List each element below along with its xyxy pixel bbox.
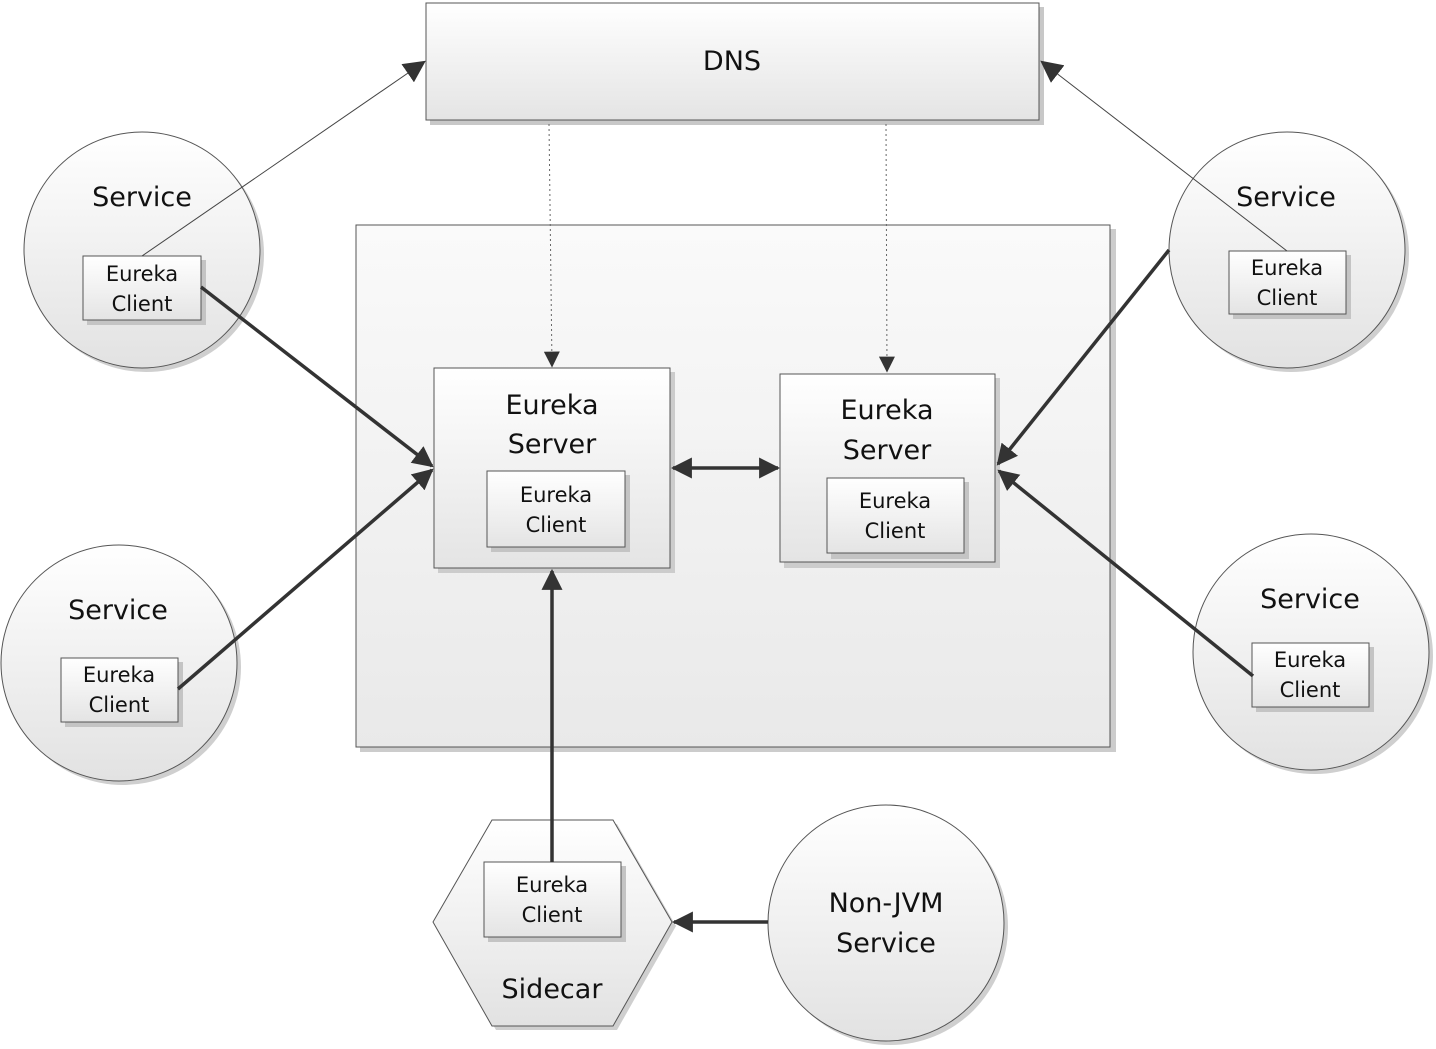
service-top-right-eureka-client: Eureka Client [1228, 250, 1351, 319]
dns-connectors [543, 123, 895, 373]
service-top-right: Service Eureka Client [1168, 131, 1409, 372]
non-jvm-label-line1: Non-JVM [829, 888, 944, 919]
eureka-server-right: Eureka Server Eureka Client [779, 373, 1000, 568]
service-bottom-left-client-line2: Client [89, 693, 150, 717]
server-right-eureka-client: Eureka Client [826, 477, 969, 559]
service-bottom-right-eureka-client: Eureka Client [1251, 642, 1374, 712]
registration-arrows [176, 248, 1255, 933]
service-bottom-left-client-line1: Eureka [83, 663, 155, 687]
dns-label: DNS [703, 46, 761, 77]
service-top-left-eureka-client: Eureka Client [82, 255, 206, 325]
server-left-eureka-client: Eureka Client [486, 470, 630, 552]
service-bottom-right: Service Eureka Client [1192, 533, 1433, 774]
service-top-right-to-server-arrow [996, 248, 1171, 466]
server-left-client-line1: Eureka [520, 483, 592, 507]
server-right-client-line2: Client [865, 519, 926, 543]
dns-lookup-arrows [141, 60, 1288, 257]
non-jvm-service: Non-JVM Service [767, 804, 1008, 1045]
sidecar-hexagon: Sidecar Eureka Client [432, 819, 676, 1030]
service-bottom-left-to-server-arrow [176, 468, 434, 691]
service-bottom-right-client-line1: Eureka [1274, 648, 1346, 672]
service-top-right-client-line2: Client [1257, 286, 1318, 310]
sidecar-label: Sidecar [502, 974, 604, 1005]
dns-to-server-right-connector [878, 123, 895, 373]
service-top-right-label: Service [1236, 182, 1336, 213]
service-top-left-client-line1: Eureka [106, 262, 178, 286]
service-bottom-left-label: Service [68, 595, 168, 626]
sidecar-eureka-client: Eureka Client [483, 861, 626, 942]
service-bottom-left: Service Eureka Client [0, 544, 241, 785]
sidecar-client-line1: Eureka [516, 873, 588, 897]
service-bottom-left-eureka-client: Eureka Client [60, 657, 183, 727]
server-right-client-line1: Eureka [859, 489, 931, 513]
service-top-left-label: Service [92, 182, 192, 213]
service-top-left: Service Eureka Client [23, 131, 264, 372]
service-top-left-to-server-arrow [199, 285, 434, 468]
service-bottom-right-to-server-arrow [997, 469, 1255, 678]
service-top-right-client-line1: Eureka [1251, 256, 1323, 280]
service-bottom-right-client-line2: Client [1280, 678, 1341, 702]
eureka-server-left: Eureka Server Eureka Client [433, 367, 675, 573]
service-top-left-to-dns-arrow [141, 60, 426, 257]
service-bottom-right-label: Service [1260, 584, 1360, 615]
server-right-title-line1: Eureka [841, 395, 934, 426]
non-jvm-label-line2: Service [836, 928, 936, 959]
server-right-title-line2: Server [843, 435, 932, 466]
dns-to-server-left-connector [543, 123, 560, 368]
server-left-title-line1: Eureka [506, 390, 599, 421]
service-top-right-to-dns-arrow [1040, 60, 1288, 252]
server-left-client-line2: Client [526, 513, 587, 537]
dns-box: DNS [425, 2, 1044, 125]
sidecar-client-line2: Client [522, 903, 583, 927]
service-top-left-client-line2: Client [112, 292, 173, 316]
server-left-title-line2: Server [508, 429, 597, 460]
